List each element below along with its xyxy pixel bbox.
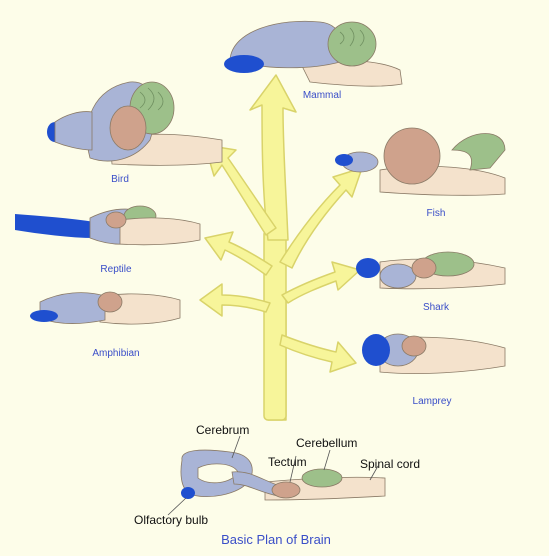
amphibian-label: Amphibian <box>92 348 139 359</box>
lamprey-label: Lamprey <box>413 396 452 407</box>
cerebellum-label: Cerebellum <box>296 436 357 450</box>
olfactory-bulb-label: Olfactory bulb <box>134 513 208 527</box>
basic-plan-title: Basic Plan of Brain <box>221 532 331 547</box>
shark-label: Shark <box>423 302 450 313</box>
bird-brain <box>47 82 222 165</box>
lamprey-brain <box>362 334 505 374</box>
fish-label: Fish <box>427 208 446 219</box>
bird-label: Bird <box>111 174 129 185</box>
reptile-brain <box>15 206 200 245</box>
arrow-to-shark <box>282 262 360 303</box>
fish-brain <box>335 128 505 195</box>
tectum-label: Tectum <box>268 455 307 469</box>
arrow-to-amphibian <box>200 284 270 316</box>
cerebrum-label: Cerebrum <box>196 423 249 437</box>
evolution-tree <box>200 75 362 420</box>
mammal-label: Mammal <box>303 90 341 101</box>
amphibian-brain <box>30 292 180 324</box>
arrow-to-lamprey <box>280 335 356 372</box>
shark-brain <box>356 252 505 289</box>
arrow-to-reptile <box>205 232 272 275</box>
mammal-brain <box>224 21 402 86</box>
arrow-to-fish <box>280 168 362 268</box>
reptile-label: Reptile <box>100 264 132 275</box>
spinal-cord-label: Spinal cord <box>360 457 420 471</box>
